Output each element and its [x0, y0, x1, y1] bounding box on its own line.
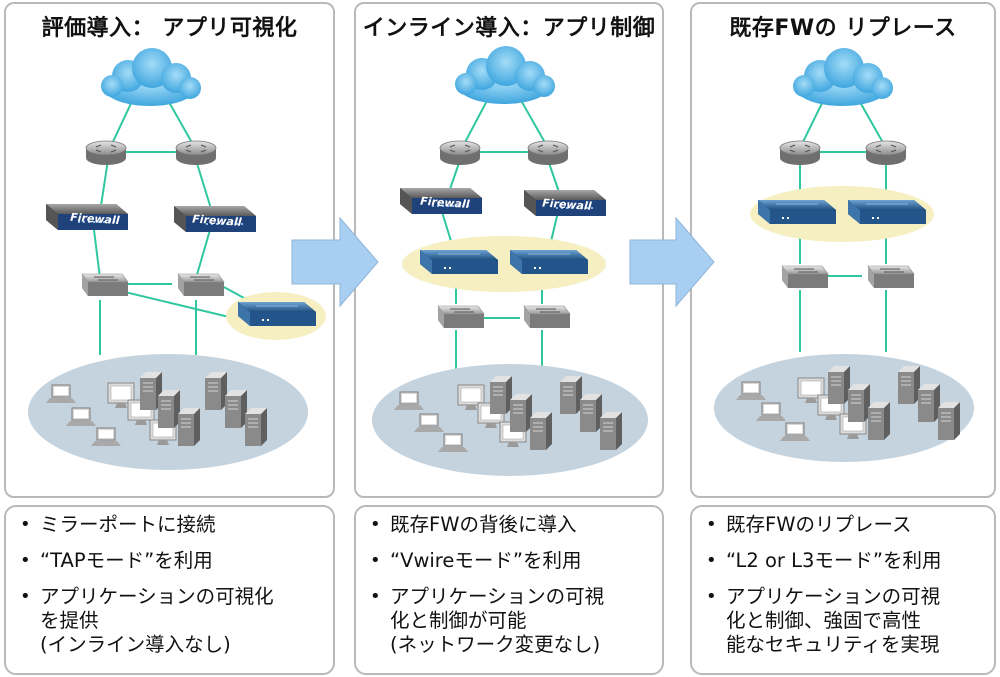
bullet-item: “L2 or L3モード”を利用 [702, 549, 986, 573]
panel-title: 既存FWの リプレース [729, 16, 957, 41]
switch-icon [81, 273, 129, 297]
bullet-box-eval: ミラーポートに接続 “TAPモード”を利用 アプリケーションの可視化 を提供 (… [4, 505, 335, 675]
bullet-item: “TAPモード”を利用 [16, 549, 325, 573]
flow-arrow-icon [291, 216, 379, 308]
bullet-item: アプリケーションの可視化 を提供 (インライン導入なし) [16, 585, 325, 657]
panel-replace-diagram [714, 48, 974, 462]
bullet-list: 既存FWのリプレース “L2 or L3モード”を利用 アプリケーションの可視 … [702, 513, 986, 657]
bullet-box-inline: 既存FWの背後に導入 “Vwireモード”を利用 アプリケーションの可視 化と制… [354, 505, 664, 675]
cloud-icon [101, 48, 201, 106]
network-links [441, 94, 561, 375]
bullet-item: アプリケーションの可視 化と制御が可能 (ネットワーク変更なし) [366, 585, 654, 657]
switch-icon [781, 265, 829, 289]
router-icon [85, 140, 127, 166]
router-icon [439, 140, 481, 166]
appliance-icon [419, 249, 499, 275]
router-icon [175, 140, 217, 166]
router-icon [527, 140, 569, 166]
switch-icon [523, 305, 571, 329]
appliance-icon [757, 199, 837, 225]
firewall-label: Firewall [542, 196, 592, 212]
switch-icon [177, 273, 225, 297]
firewall-label: Firewall [70, 211, 120, 227]
panel-title: 評価導入： アプリ可視化 [41, 16, 298, 41]
panel-title: インライン導入：アプリ制御 [362, 16, 656, 41]
switch-icon [437, 305, 485, 329]
network-diagram: Firewall Firewall [28, 46, 974, 476]
appliance-icon [847, 199, 927, 225]
bullet-list: ミラーポートに接続 “TAPモード”を利用 アプリケーションの可視化 を提供 (… [16, 513, 325, 657]
bullet-item: 既存FWの背後に導入 [366, 513, 654, 537]
bullet-item: 既存FWのリプレース [702, 513, 986, 537]
router-icon [865, 140, 907, 166]
panel-eval-diagram: Firewall Firewall [28, 48, 326, 470]
bullet-box-replace: 既存FWのリプレース “L2 or L3モード”を利用 アプリケーションの可視 … [690, 505, 996, 675]
cloud-icon [793, 48, 893, 106]
panel-inline-diagram: Firewall Firewall [372, 46, 648, 476]
appliance-icon [237, 301, 317, 327]
switch-icon [867, 265, 915, 289]
firewall-label: Firewall [420, 195, 470, 211]
cloud-icon [455, 46, 555, 104]
router-icon [779, 140, 821, 166]
bullet-item: ミラーポートに接続 [16, 513, 325, 537]
bullet-item: “Vwireモード”を利用 [366, 549, 654, 573]
bullet-list: 既存FWの背後に導入 “Vwireモード”を利用 アプリケーションの可視 化と制… [366, 513, 654, 657]
flow-arrow-icon [629, 216, 715, 308]
appliance-icon [509, 249, 589, 275]
bullet-item: アプリケーションの可視 化と制御、強固で高性 能なセキュリティを実現 [702, 585, 986, 657]
firewall-label: Firewall [192, 212, 242, 228]
